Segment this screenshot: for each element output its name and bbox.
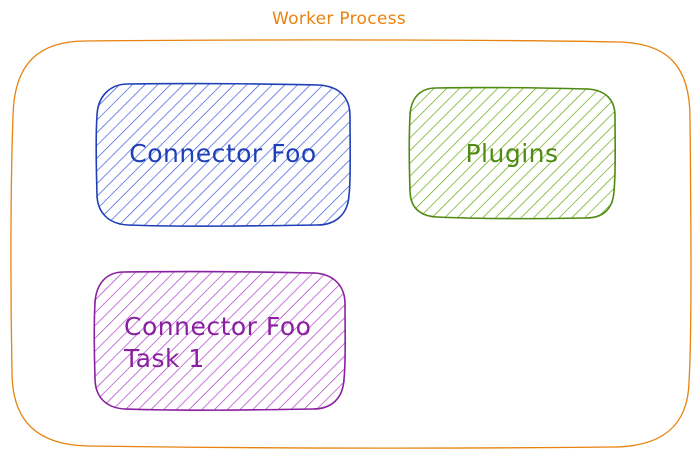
plugins-label: Plugins: [465, 139, 559, 168]
plugins-box: [408, 86, 617, 220]
connector-foo-box: [95, 82, 352, 227]
connector-task-label-line1: Connector Foo: [124, 312, 312, 341]
connector-task-label: Connector Foo Task 1: [124, 311, 311, 375]
worker-process-container: [10, 39, 692, 449]
connector-task-box: [93, 270, 347, 411]
connector-foo-label: Connector Foo: [129, 139, 317, 168]
worker-process-title: Worker Process: [272, 9, 406, 29]
connector-task-label-line2: Task 1: [124, 344, 205, 373]
